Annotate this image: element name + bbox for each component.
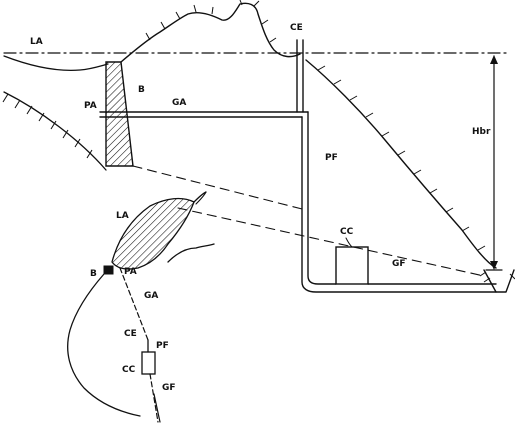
plan-label-tunnel: GA: [144, 291, 158, 301]
label-dam: B: [138, 85, 145, 95]
section-view: [2, 0, 515, 293]
label-tunnel: GA: [172, 98, 186, 108]
plan-label-intake: PA: [124, 267, 137, 277]
powerhouse-leader: [345, 237, 353, 248]
label-intake: PA: [84, 101, 97, 111]
left-ground-hatch: [2, 93, 93, 159]
plan-tunnel-route: [119, 267, 149, 341]
right-mountain-slope: [305, 59, 497, 269]
plan-label-tailrace: GF: [162, 383, 176, 393]
label-tailrace: GF: [392, 259, 406, 269]
label-surge-tank: CE: [290, 23, 303, 33]
headrace-tunnel: [99, 111, 309, 118]
plan-label-lake: LA: [116, 211, 129, 221]
plan-tailrace-edge: [153, 393, 161, 423]
penstock: [301, 111, 497, 293]
plan-label-powerhouse: CC: [122, 365, 136, 375]
projection-line-dam: [132, 165, 307, 211]
label-lake: LA: [30, 37, 43, 47]
plan-inflow-channel: [193, 191, 207, 203]
left-ground-slope: [3, 91, 107, 171]
plan-labels: LA B PA GA CE PF CC GF: [90, 211, 176, 393]
plan-left-contour: [67, 273, 141, 417]
dam-body: [105, 61, 134, 167]
powerhouse: [335, 246, 369, 285]
plan-lake: [111, 197, 195, 270]
ridge-hatch: [145, 0, 277, 43]
tailwater-basin: [483, 269, 515, 293]
plan-dam-marker: [103, 265, 114, 275]
label-gross-head: Hbr: [472, 127, 491, 137]
section-labels: LA B PA GA CE PF CC GF Hbr: [30, 23, 491, 269]
plan-tailrace: [149, 373, 159, 423]
plan-label-surge-tank: CE: [124, 329, 137, 339]
label-penstock: PF: [325, 153, 338, 163]
right-slope-hatch: [317, 65, 486, 251]
plan-label-penstock: PF: [156, 341, 169, 351]
plan-right-contour: [167, 243, 215, 263]
projection-line-tailrace: [177, 207, 485, 277]
gross-head-dimension: [485, 55, 503, 271]
plan-short-contour: [195, 191, 207, 205]
label-powerhouse: CC: [340, 227, 354, 237]
mountain-ridge: [120, 2, 301, 63]
plan-powerhouse: [141, 351, 156, 375]
reservoir-bank: [3, 55, 109, 72]
surge-tank: [296, 39, 304, 113]
plan-view: [67, 191, 215, 423]
plan-label-dam: B: [90, 269, 97, 279]
tailwater-hatch: [479, 271, 515, 283]
